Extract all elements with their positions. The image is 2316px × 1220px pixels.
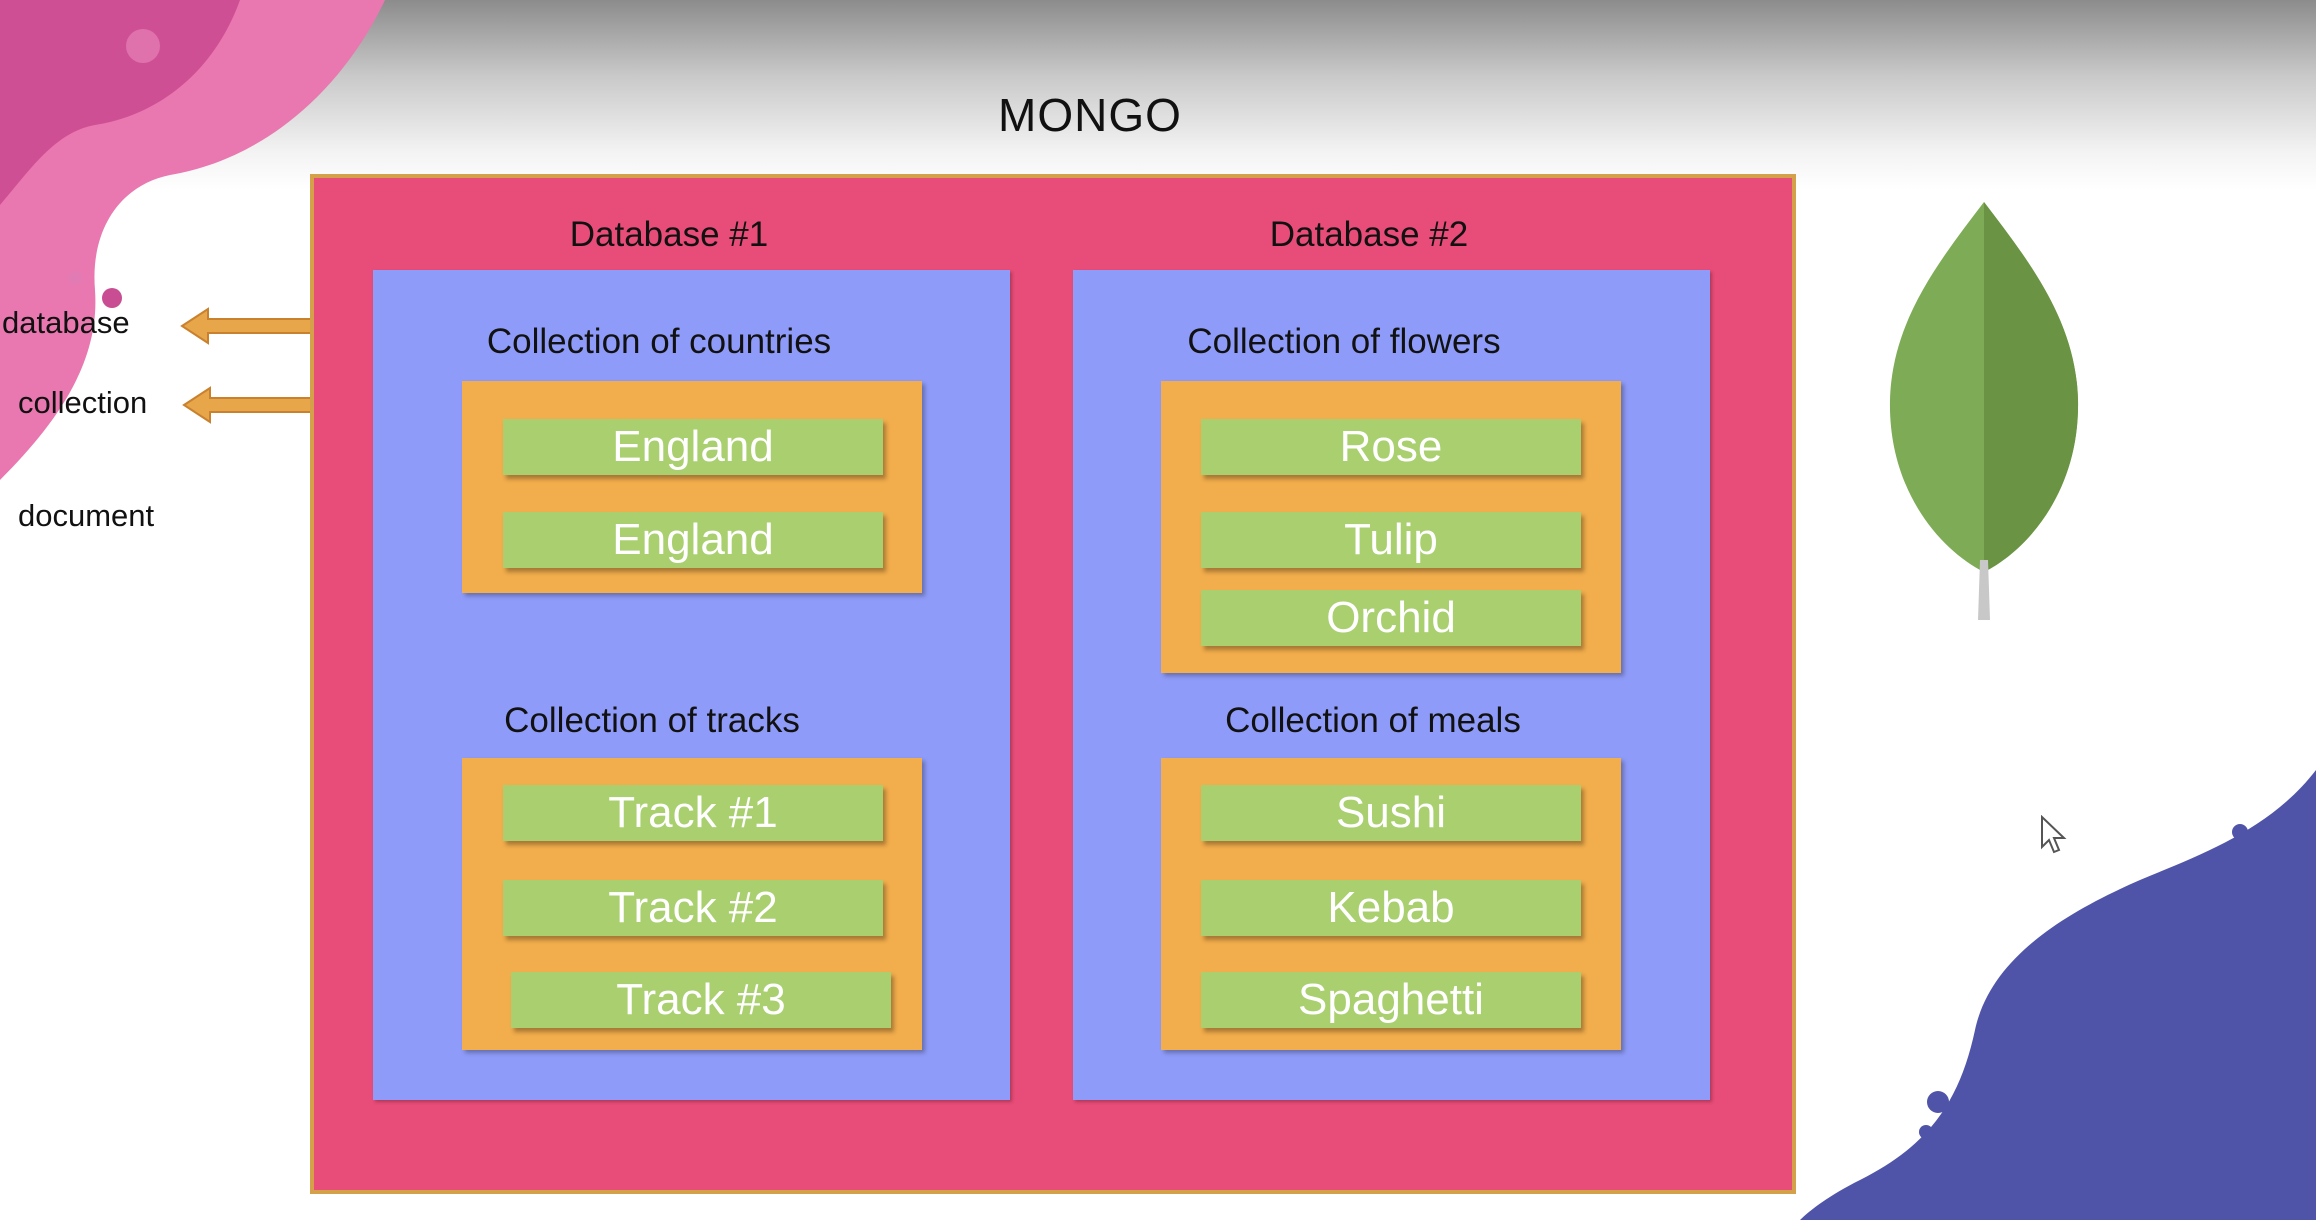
side-label-collection: collection bbox=[18, 385, 148, 420]
document-item: Sushi bbox=[1201, 785, 1581, 841]
collection-title: Collection of countries bbox=[486, 322, 832, 361]
top-gradient bbox=[0, 0, 2316, 190]
document-item: Track #1 bbox=[503, 785, 883, 841]
pink-blob-decoration bbox=[0, 0, 385, 480]
collection-title: Collection of flowers bbox=[1187, 322, 1501, 361]
document-item: Spaghetti bbox=[1201, 972, 1581, 1028]
document-item: England bbox=[503, 419, 883, 475]
document-item: Orchid bbox=[1201, 590, 1581, 646]
mouse-pointer-icon bbox=[2041, 815, 2067, 854]
document-item: Track #3 bbox=[511, 972, 891, 1028]
document-item: Track #2 bbox=[503, 880, 883, 936]
document-item: Tulip bbox=[1201, 512, 1581, 568]
collection-title: Collection of meals bbox=[1225, 701, 1521, 740]
document-item: Rose bbox=[1201, 419, 1581, 475]
database-title: Database #2 bbox=[1269, 215, 1469, 254]
mongodb-leaf-icon bbox=[1889, 202, 2079, 620]
document-item: England bbox=[503, 512, 883, 568]
side-label-database: database bbox=[2, 305, 130, 340]
side-label-document: document bbox=[18, 498, 155, 533]
collection-title: Collection of tracks bbox=[504, 701, 800, 740]
document-item: Kebab bbox=[1201, 880, 1581, 936]
database-title: Database #1 bbox=[569, 215, 769, 254]
page-title: MONGO bbox=[998, 89, 1182, 141]
